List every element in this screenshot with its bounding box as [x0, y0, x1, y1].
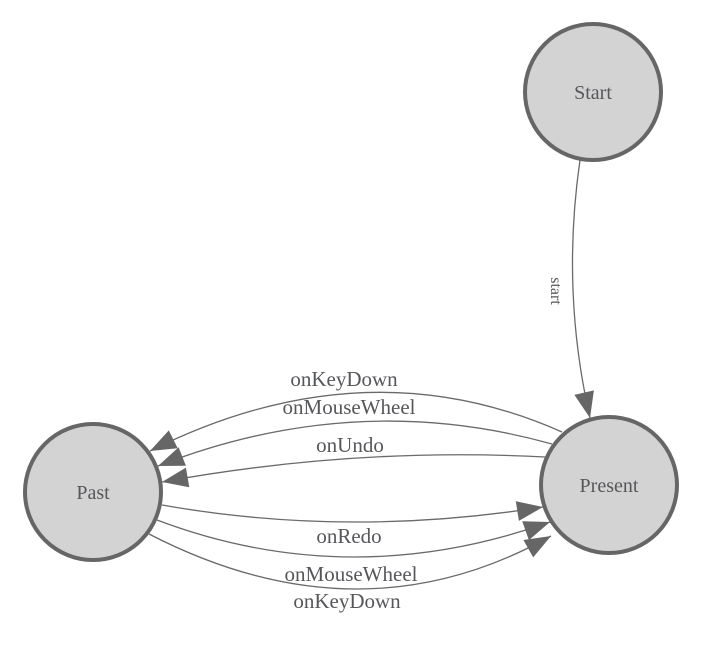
- edge-past-to-present-onkeydown: onKeyDown: [148, 533, 552, 613]
- edge-label: onUndo: [316, 433, 384, 457]
- edge-label: onRedo: [316, 524, 381, 548]
- state-circle: [23, 422, 163, 562]
- edge-label: onMouseWheel: [285, 562, 418, 586]
- edge-line: [148, 533, 552, 590]
- arrowhead-icon: [158, 447, 186, 466]
- edge-start-to-present: start: [547, 159, 594, 419]
- state-circle: [539, 415, 679, 555]
- edge-present-to-past-onmousewheel: onMouseWheel: [157, 395, 553, 467]
- arrowhead-icon: [574, 390, 594, 418]
- edge-present-to-past-onundo: onUndo: [161, 433, 546, 488]
- edge-label: start: [547, 277, 564, 305]
- arrowhead-icon: [515, 501, 543, 521]
- edge-past-to-present-onredo: onRedo: [161, 501, 544, 548]
- edge-line: [157, 420, 553, 467]
- arrowhead-icon: [523, 536, 551, 558]
- node-present: Present: [539, 415, 679, 555]
- edge-line: [571, 159, 591, 419]
- node-past: Past: [23, 422, 163, 562]
- node-label: Past: [76, 482, 110, 504]
- node-label: Present: [580, 475, 639, 497]
- edge-label: onKeyDown: [293, 589, 401, 613]
- edge-line: [149, 391, 563, 452]
- edge-label: onKeyDown: [290, 367, 398, 391]
- edge-line: [161, 454, 546, 483]
- node-start: Start: [523, 22, 663, 162]
- edge-label: onMouseWheel: [283, 395, 416, 419]
- state-circle: [523, 22, 663, 162]
- edge-line: [161, 504, 544, 523]
- arrowhead-icon: [522, 521, 550, 541]
- arrowhead-icon: [150, 430, 178, 451]
- arrowhead-icon: [162, 467, 190, 488]
- edge-present-to-past-onkeydown: onKeyDown: [149, 367, 563, 452]
- edge-past-to-present-onmousewheel: onMouseWheel: [156, 519, 551, 586]
- node-label: Start: [574, 82, 612, 104]
- edge-line: [156, 519, 551, 558]
